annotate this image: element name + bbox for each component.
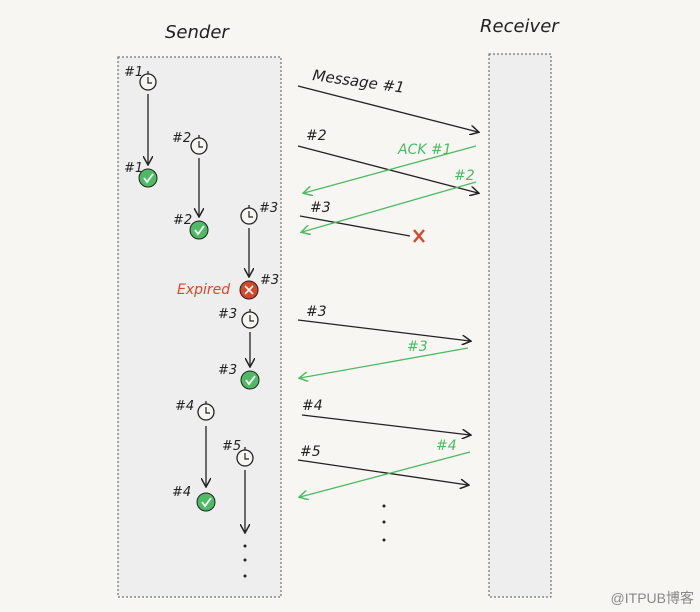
continuation-dots [382,504,386,542]
message-1-arrow [297,85,478,132]
timer-icon [139,71,157,91]
message-3-retry-label: #3 [306,304,327,320]
ack-1-arrow [304,145,477,193]
message-4-arrow [301,414,470,435]
message-5-label: #5 [300,444,321,460]
timer-icon [197,401,215,421]
check-icon [240,370,260,390]
timer-label-5: #5 [222,439,241,454]
receiver-title: Receiver [480,16,560,37]
ack-label-4: #4 [172,485,191,500]
message-3-label: #3 [310,200,331,216]
timer-label-1: #1 [124,65,143,80]
ack-1-label: ACK #1 [397,142,452,158]
timer-label-3-retry: #3 [218,307,237,322]
ack-label-3: #3 [218,363,237,378]
timer-icon [190,135,208,155]
ack-label-1: #1 [124,161,143,176]
ack-3-arrow [300,347,469,378]
check-icon [196,492,216,512]
watermark: @ITPUB博客 [610,590,694,606]
timer-label-4: #4 [175,399,194,414]
ack-4-arrow [300,451,471,497]
ack-4-label: #4 [436,438,457,454]
sender-title: Sender [165,22,230,43]
message-3-retry-arrow [297,319,470,341]
check-icon [189,220,209,240]
expired-icon [239,280,259,300]
timer-icon [241,309,259,329]
lost-icon [413,229,425,243]
ack-2-label: #2 [454,168,475,184]
message-5-arrow [297,459,468,485]
expired-timer-label: #3 [260,273,279,288]
expired-label: Expired [177,282,230,298]
timer-icon [236,447,254,467]
ack-label-2: #2 [173,213,192,228]
message-4-label: #4 [302,398,323,414]
timer-icon [240,205,258,225]
message-3-lost-line [299,215,411,237]
ack-2-arrow [302,181,477,232]
message-1-label: Message #1 [311,66,405,97]
continuation-dots [243,544,247,578]
timer-label-2: #2 [172,131,191,146]
timer-label-3: #3 [259,201,278,216]
message-2-label: #2 [306,128,327,144]
ack-3-label: #3 [407,339,428,355]
check-icon [138,168,158,188]
receiver-panel [488,53,552,598]
